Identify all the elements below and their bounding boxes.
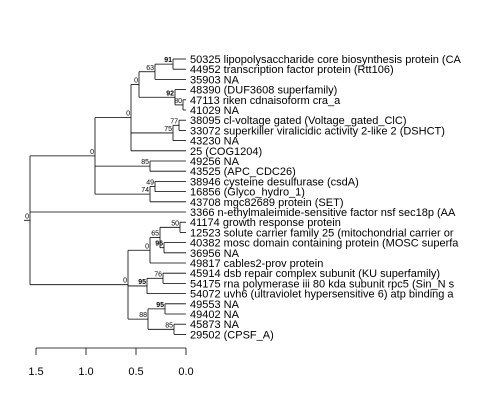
axis-tick-label: 1.5 [28,366,43,378]
leaf-label: 40382 mosc domain containing protein (MO… [190,238,459,250]
bootstrap-value: 74 [141,187,149,194]
leaf-label: 41174 growth response protein [190,217,341,229]
bootstrap-value: 96 [155,241,163,248]
leaf-label: 33072 superkiller viralicidic activity 2… [190,125,445,137]
bootstrap-value: 0 [90,149,94,156]
bootstrap-value: 85 [141,159,149,166]
leaf-label: 49817 cables2-prov protein [190,258,323,270]
bootstrap-value: 95 [138,279,146,286]
bootstrap-value: 80 [174,98,182,105]
bootstrap-value: 85 [165,322,173,329]
leaf-label: 29502 (CPSF_A) [190,329,274,341]
bootstrap-value: 76 [154,271,162,278]
scale-axis: 1.5 1.0 0.5 0.0 [28,347,194,378]
bootstrap-value: 63 [146,65,154,72]
leaf-label: 45914 dsb repair complex subunit (KU sup… [190,268,440,280]
leaf-label: 54072 uvh6 (ultraviolet hypersensitive 6… [190,289,454,301]
leaf-label: 44952 transcription factor protein (Rtt1… [190,64,394,76]
bootstrap-value: 49 [146,180,154,187]
leaf-label: 49553 NA [190,299,240,311]
bootstrap-value: 92 [166,90,174,97]
leaf-labels: 50325 lipopolysaccharide core biosynthes… [190,54,462,341]
axis-tick-label: 1.0 [78,366,93,378]
leaf-label: 43230 NA [190,136,240,148]
bootstrap-value: 0 [134,78,138,85]
bootstrap-value: 0 [123,278,127,285]
bootstrap-value: 65 [151,231,159,238]
axis-tick-label: 0.5 [128,366,143,378]
leaf-label: 25 (COG1204) [190,146,262,158]
leaf-label: 3366 n-ethylmaleimide-sensitive factor n… [190,207,456,219]
leaf-label: 38946 cysteine desulfurase (csdA) [190,176,359,188]
leaf-label: 49256 NA [190,156,240,168]
bootstrap-value: 0 [126,111,130,118]
tree-branches [24,58,186,335]
leaf-label: 48390 (DUF3608 superfamily) [190,85,337,97]
leaf-label: 43525 (APC_CDC26) [190,166,296,178]
bootstrap-value: 91 [164,57,172,64]
bootstrap-value: 95 [156,302,164,309]
bootstrap-value: 0 [145,243,149,250]
leaf-label: 50325 lipopolysaccharide core biosynthes… [190,54,462,66]
leaf-label: 47113 riken cdnaisoform cra_a [190,95,341,107]
leaf-label: 54175 rna polymerase iii 80 kda subunit … [190,278,455,290]
leaf-label: 49402 NA [190,309,240,321]
leaf-label: 16856 (Glyco_hydro_1) [190,187,305,199]
bootstrap-value: 75 [164,126,172,133]
leaf-label: 41029 NA [190,105,240,117]
leaf-label: 36956 NA [190,248,240,260]
bootstrap-value: 88 [139,312,147,319]
bootstrap-value: 77 [170,118,178,125]
axis-tick-label: 0.0 [178,366,193,378]
bootstrap-value: 50 [171,220,179,227]
leaf-label: 43708 mgc82689 protein (SET) [190,197,343,209]
leaf-label: 38095 cl-voltage gated (Voltage_gated_Cl… [190,115,406,127]
bootstrap-value: 0 [25,213,29,220]
leaf-label: 12523 solute carrier family 25 (mitochon… [190,227,454,239]
leaf-label: 35903 NA [190,74,240,86]
leaf-label: 45873 NA [190,319,240,331]
